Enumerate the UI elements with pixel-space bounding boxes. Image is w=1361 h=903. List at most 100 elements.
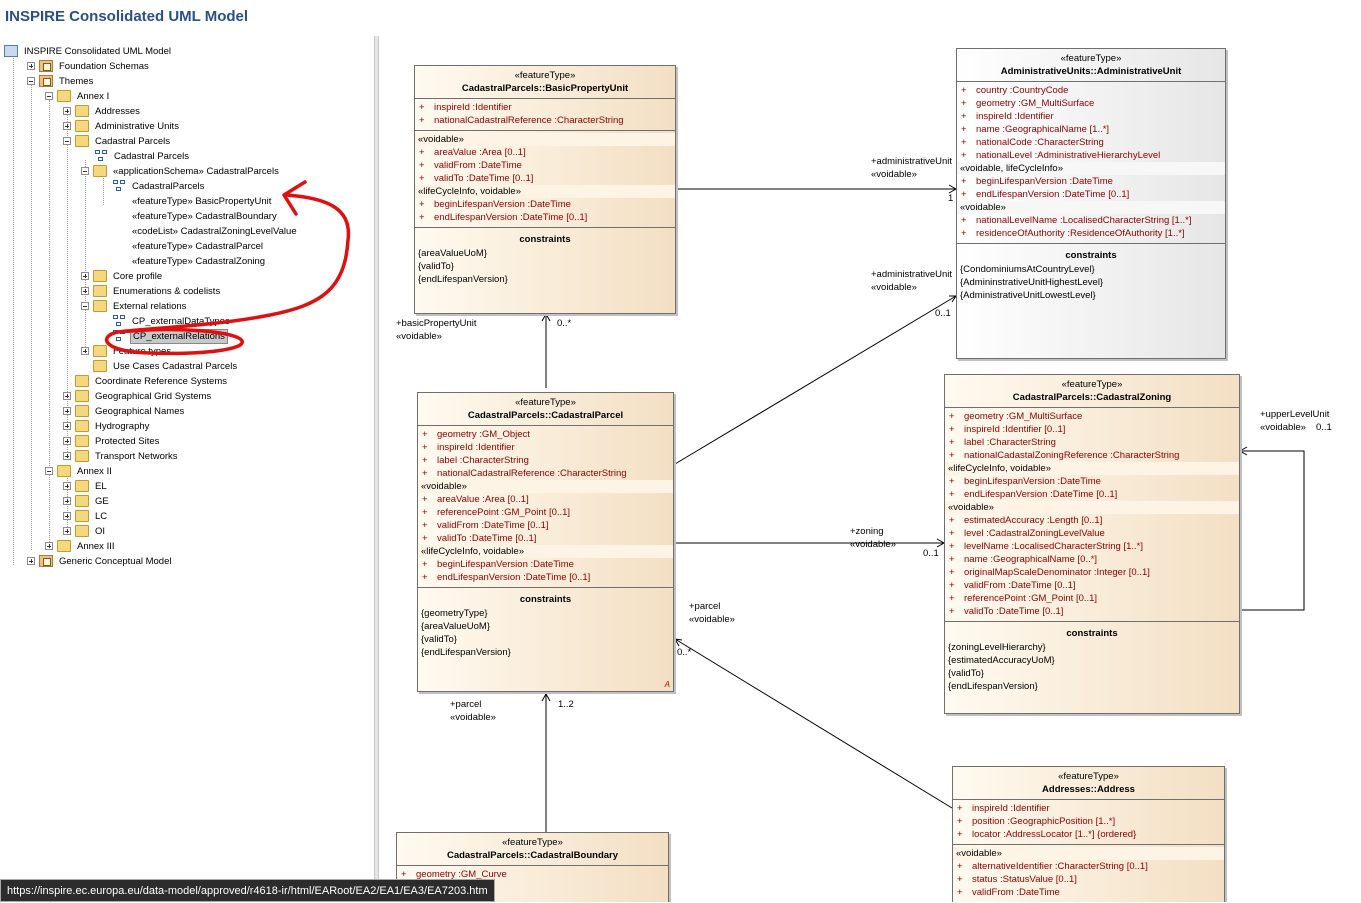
attribute-row[interactable]: +inspireId :Identifier [0..1]	[949, 424, 1066, 435]
attribute-row[interactable]: +name :GeographicalName [1..*]	[961, 124, 1110, 135]
attribute-row[interactable]: +validFrom :DateTime	[957, 887, 1060, 898]
expand-icon[interactable]	[63, 422, 71, 430]
attribute-row[interactable]: +endLifespanVersion :DateTime [0..1]	[949, 489, 1118, 500]
class-basic-property-unit[interactable]: «featureType»CadastralParcels::BasicProp…	[414, 65, 676, 314]
attribute-row[interactable]: +geometry :GM_MultiSurface	[949, 411, 1083, 422]
collapse-icon[interactable]	[63, 137, 71, 145]
attribute-row[interactable]: +endLifespanVersion :DateTime [0..1]	[961, 189, 1130, 200]
stereotype-group: «lifeCycleInfo, voidable»	[418, 545, 673, 558]
attribute-row[interactable]: +inspireId :Identifier	[419, 102, 512, 113]
attribute-row[interactable]: +estimatedAccuracy :Length [0..1]	[949, 515, 1103, 526]
class-cadastral-parcel[interactable]: «featureType»CadastralParcels::Cadastral…	[417, 392, 674, 692]
attribute-row[interactable]: +geometry :GM_MultiSurface	[961, 98, 1095, 109]
constraint-row: {areaValueUoM}	[418, 248, 488, 259]
attribute-row[interactable]: +country :CountryCode	[961, 85, 1069, 96]
package-icon	[39, 555, 53, 567]
stereotype-label: «voidable»	[871, 282, 917, 293]
attribute-row[interactable]: +nationalCadastralReference :CharacterSt…	[419, 115, 624, 126]
attribute-row[interactable]: +endLifespanVersion :DateTime [0..1]	[422, 572, 591, 583]
attribute-row[interactable]: +endLifespanVersion :DateTime [0..1]	[419, 212, 588, 223]
attribute-row[interactable]: +alternativeIdentifier :CharacterString …	[957, 861, 1148, 872]
expand-icon[interactable]	[63, 512, 71, 520]
folder-icon	[93, 300, 107, 312]
folder-icon	[57, 540, 71, 552]
role-label: +parcel	[689, 601, 721, 612]
folder-icon	[75, 390, 89, 402]
model-root-icon	[4, 45, 18, 57]
attribute-row[interactable]: +beginLifespanVersion :DateTime	[422, 559, 574, 570]
class-cadastral-zoning[interactable]: «featureType»CadastralParcels::Cadastral…	[944, 374, 1240, 714]
attribute-row[interactable]: +name :GeographicalName [0..*]	[949, 554, 1098, 565]
attribute-row[interactable]: +label :CharacterString	[949, 437, 1056, 448]
attribute-row[interactable]: +nationalCadastralReference :CharacterSt…	[422, 468, 627, 479]
diagram-canvas[interactable]: «featureType»CadastralParcels::BasicProp…	[379, 36, 1361, 902]
attribute-row[interactable]: +levelName :LocalisedCharacterString [1.…	[949, 541, 1144, 552]
class-address[interactable]: «featureType»Addresses::Address +inspire…	[952, 766, 1225, 902]
expand-icon[interactable]	[63, 407, 71, 415]
attribute-row[interactable]: +geometry :GM_Curve	[401, 869, 507, 880]
expand-icon[interactable]	[81, 287, 89, 295]
attribute-row[interactable]: +locator :AddressLocator [1..*] {ordered…	[957, 829, 1137, 840]
attribute-row[interactable]: +referencePoint :GM_Point [0..1]	[949, 593, 1098, 604]
attribute-row[interactable]: +validFrom :DateTime [0..1]	[422, 520, 549, 531]
constraint-row: {validTo}	[948, 668, 984, 679]
expand-icon[interactable]	[27, 62, 35, 70]
attribute-row[interactable]: +validFrom :DateTime	[419, 160, 522, 171]
attribute-row[interactable]: +inspireId :Identifier	[961, 111, 1054, 122]
attribute-row[interactable]: +status :StatusValue [0..1]	[957, 874, 1077, 885]
collapse-icon[interactable]	[45, 92, 53, 100]
expand-icon[interactable]	[81, 347, 89, 355]
expand-icon[interactable]	[63, 527, 71, 535]
attribute-row[interactable]: +referencePoint :GM_Point [0..1]	[422, 507, 571, 518]
attribute-row[interactable]: +nationalCadastalZoningReference :Charac…	[949, 450, 1180, 461]
expand-icon[interactable]	[63, 452, 71, 460]
attribute-row[interactable]: +validFrom :DateTime [0..1]	[949, 580, 1076, 591]
package-icon	[39, 60, 53, 72]
expand-icon[interactable]	[63, 497, 71, 505]
attribute-row[interactable]: +nationalCode :CharacterString	[961, 137, 1104, 148]
stereotype-label: «voidable»	[850, 539, 896, 550]
attribute-row[interactable]: +originalMapScaleDenominator :Integer [0…	[949, 567, 1150, 578]
attribute-row[interactable]: +level :CadastralZoningLevelValue	[949, 528, 1105, 539]
pane-splitter[interactable]	[374, 36, 379, 902]
expand-icon[interactable]	[63, 392, 71, 400]
stereotype-group: «voidable»	[953, 847, 1224, 860]
diagram-icon	[113, 315, 126, 327]
attribute-row[interactable]: +geometry :GM_Object	[422, 429, 530, 440]
attribute-row[interactable]: +areaValue :Area [0..1]	[419, 147, 526, 158]
collapse-icon[interactable]	[81, 302, 89, 310]
constraint-row: {validTo}	[418, 261, 454, 272]
stereotype-group: «lifeCycleInfo, voidable»	[415, 185, 675, 198]
collapse-icon[interactable]	[27, 77, 35, 85]
expand-icon[interactable]	[63, 107, 71, 115]
expand-icon[interactable]	[63, 482, 71, 490]
attribute-row[interactable]: +validTo :DateTime [0..1]	[422, 533, 537, 544]
attribute-row[interactable]: +validTo :DateTime [0..1]	[949, 606, 1064, 617]
attribute-row[interactable]: +beginLifespanVersion :DateTime	[419, 199, 571, 210]
attribute-row[interactable]: +beginLifespanVersion :DateTime	[949, 476, 1101, 487]
expand-icon[interactable]	[45, 542, 53, 550]
collapse-icon[interactable]	[45, 467, 53, 475]
attribute-row[interactable]: +inspireId :Identifier	[957, 803, 1050, 814]
expand-icon[interactable]	[27, 557, 35, 565]
stereotype-group: «voidable»	[418, 480, 673, 493]
class-cadastral-boundary[interactable]: «featureType»CadastralParcels::Cadastral…	[396, 832, 669, 902]
folder-icon	[75, 105, 89, 117]
attribute-row[interactable]: +areaValue :Area [0..1]	[422, 494, 529, 505]
attribute-row[interactable]: +inspireId :Identifier	[422, 442, 515, 453]
expand-icon[interactable]	[81, 272, 89, 280]
folder-icon	[93, 165, 107, 177]
attribute-row[interactable]: +label :CharacterString	[422, 455, 529, 466]
attribute-row[interactable]: +residenceOfAuthority :ResidenceOfAuthor…	[961, 228, 1185, 239]
attribute-row[interactable]: +beginLifespanVersion :DateTime	[961, 176, 1113, 187]
attribute-row[interactable]: +nationalLevelName :LocalisedCharacterSt…	[961, 215, 1192, 226]
attribute-row[interactable]: +position :GeographicPosition [1..*]	[957, 816, 1116, 827]
attribute-row[interactable]: +validTo :DateTime [0..1]	[419, 173, 534, 184]
multiplicity-label: 1..2	[558, 699, 574, 710]
attribute-row[interactable]: +nationalLevel :AdministrativeHierarchyL…	[961, 150, 1161, 161]
project-browser-tree[interactable]: INSPIRE Consolidated UML Model Foundatio…	[0, 40, 374, 880]
expand-icon[interactable]	[63, 437, 71, 445]
class-administrative-unit[interactable]: «featureType»AdministrativeUnits::Admini…	[956, 48, 1226, 359]
collapse-icon[interactable]	[81, 167, 89, 175]
expand-icon[interactable]	[63, 122, 71, 130]
